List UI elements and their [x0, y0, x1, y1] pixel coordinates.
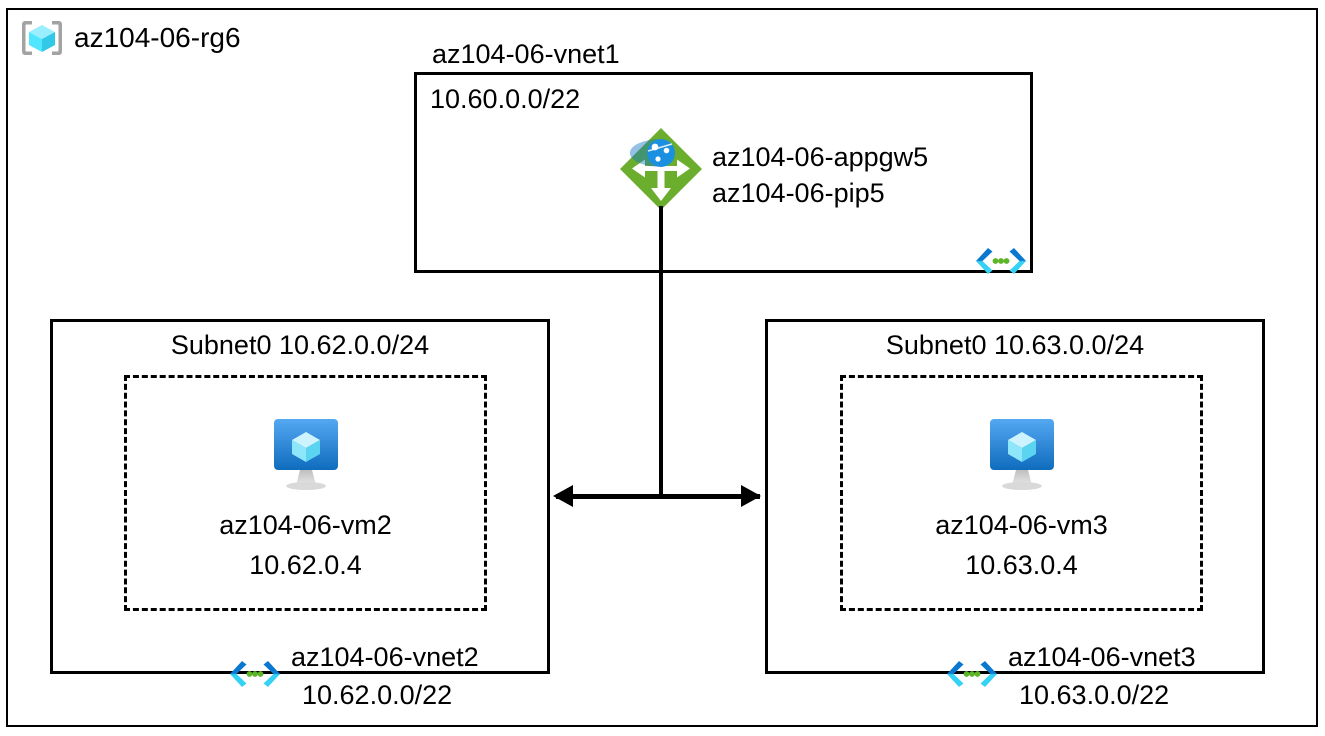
peering-arrow-right: [741, 485, 761, 507]
resource-group-header: az104-06-rg6: [20, 18, 241, 58]
vnet3-subnet-label: Subnet0 10.63.0.0/24: [885, 330, 1145, 360]
peering-arrow-left: [553, 485, 573, 507]
appgw-connector-line: [659, 206, 663, 498]
vnet3-subnet-box: [840, 375, 1203, 611]
vnet-peering-icon: [975, 246, 1027, 276]
vnet-peering-icon: [229, 659, 281, 689]
application-gateway-icon: [618, 126, 704, 212]
vm2-ip: 10.62.0.4: [249, 550, 362, 580]
vnet2-subnet-box: [124, 375, 487, 611]
vnet3-address-space: 10.63.0.0/22: [1019, 680, 1170, 710]
resource-group-boundary: [6, 8, 1318, 727]
vnet-peering-connector-line: [556, 494, 760, 499]
virtual-machine-icon: [978, 415, 1066, 491]
vm3-ip: 10.63.0.4: [965, 550, 1078, 580]
vnet3-name: az104-06-vnet3: [1008, 642, 1196, 672]
vnet-peering-icon: [946, 659, 998, 689]
vnet2-address-space: 10.62.0.0/22: [302, 680, 453, 710]
vnet1-box: [414, 72, 1033, 273]
appgw-name: az104-06-appgw5: [712, 142, 929, 172]
vnet2-subnet-label: Subnet0 10.62.0.0/24: [170, 330, 430, 360]
vnet2-box: [50, 319, 550, 674]
vnet3-box: [765, 319, 1265, 674]
vm2-name: az104-06-vm2: [219, 510, 392, 540]
virtual-machine-icon: [262, 415, 350, 491]
vm3-name: az104-06-vm3: [935, 510, 1108, 540]
vnet1-address-space: 10.60.0.0/22: [430, 84, 581, 114]
resource-group-cube-icon: [20, 18, 64, 58]
vnet2-name: az104-06-vnet2: [291, 642, 479, 672]
resource-group-name: az104-06-rg6: [74, 22, 241, 53]
vnet1-label: az104-06-vnet1: [432, 39, 620, 69]
appgw-public-ip: az104-06-pip5: [712, 178, 885, 208]
